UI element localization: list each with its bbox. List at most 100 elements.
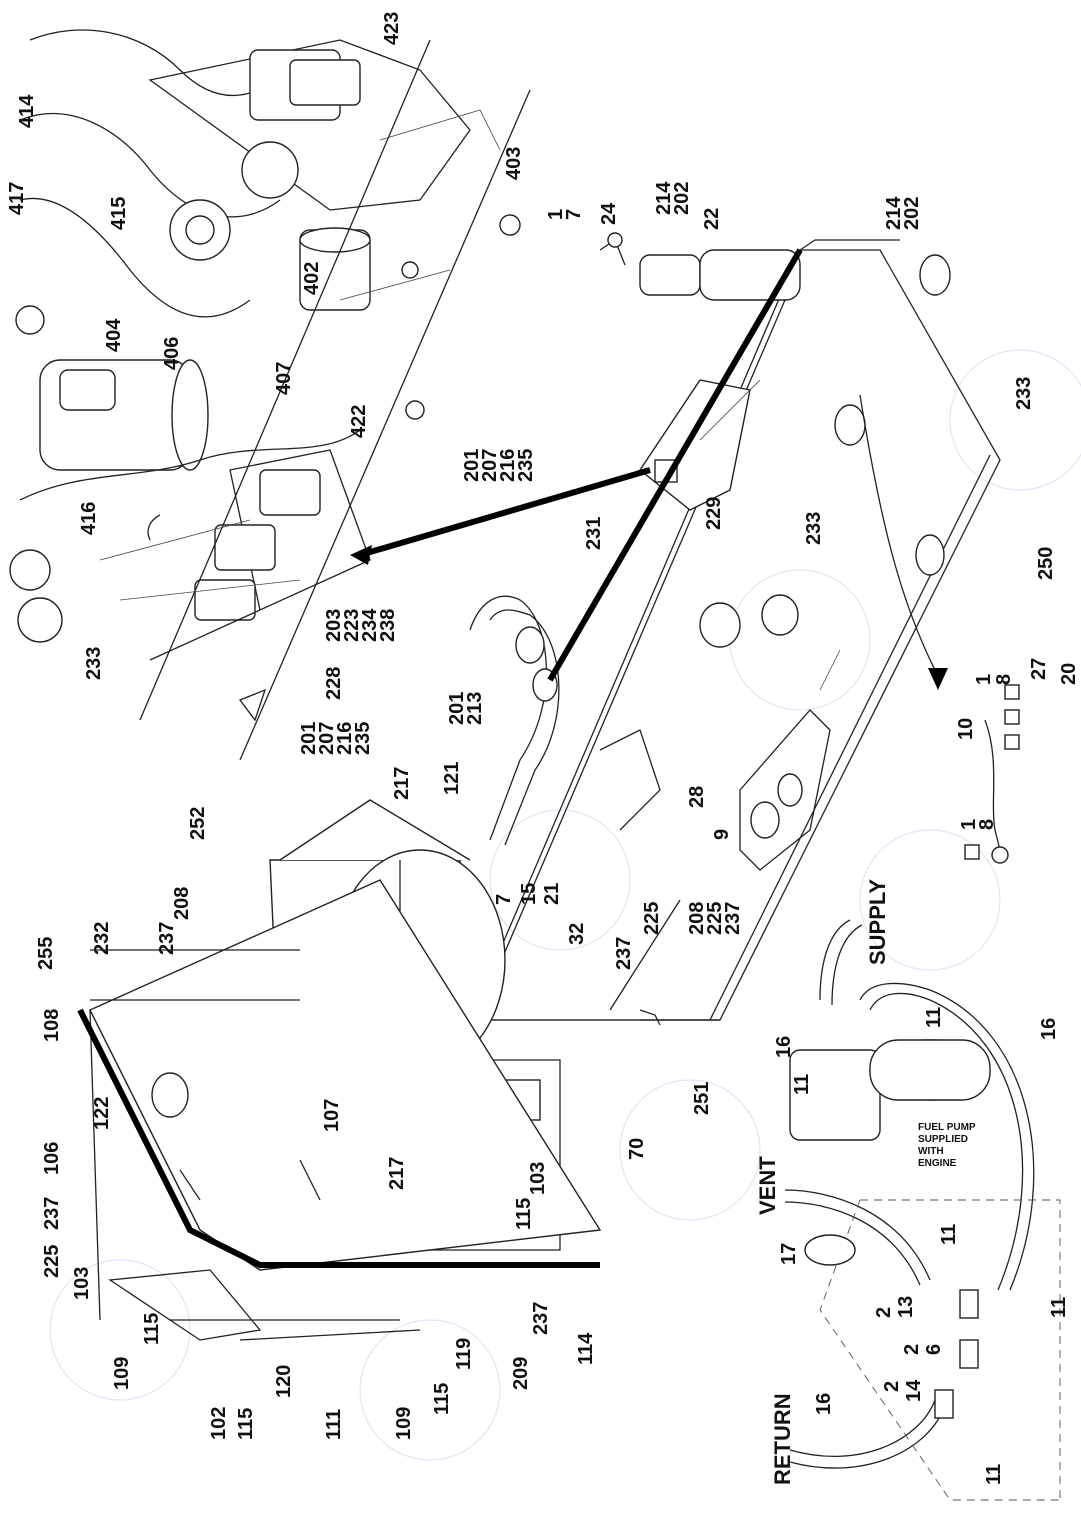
callout-22: 22 [701,208,723,230]
supply-label: SUPPLY [865,879,890,965]
base-frame [469,239,1001,1026]
callout-213: 213 [464,692,486,725]
callout-407: 407 [273,362,295,395]
engine-assembly [9,29,531,761]
callout-6: 6 [923,1344,945,1355]
callout-16c: 16 [813,1393,835,1415]
callout-20: 20 [1058,663,1080,685]
callout-201a: 201 [461,449,483,482]
callout-414: 414 [16,94,38,128]
callout-423: 423 [381,12,403,45]
callout-216b: 216 [334,722,356,755]
leader-lines [350,248,948,690]
callout-228: 228 [323,667,345,700]
callout-201c: 201 [446,692,468,725]
callout-103b: 103 [71,1267,93,1300]
callout-202b: 202 [901,197,923,230]
callout-115a: 115 [513,1198,535,1230]
callout-225b: 225 [704,902,726,935]
callout-214b: 214 [883,196,905,230]
callout-28: 28 [686,786,708,808]
vent-label: VENT [755,1156,780,1215]
callout-2b: 2 [901,1344,923,1355]
corner-post [90,949,300,1001]
callout-235a: 235 [515,449,537,482]
callout-17: 17 [778,1243,800,1265]
callout-11a: 11 [791,1074,813,1095]
callout-11b: 11 [923,1007,945,1028]
ground-strap [964,684,1020,864]
callout-32: 32 [566,923,588,945]
callout-225a: 225 [641,902,663,935]
callout-250: 250 [1035,547,1057,580]
callouts: 423 414 417 415 403 402 404 406 407 422 … [6,12,1080,1485]
fuel-pump-note-line-4: ENGINE [918,1158,957,1169]
callout-2c: 2 [881,1381,903,1392]
callout-15: 15 [518,883,540,905]
callout-115b: 115 [141,1313,163,1345]
callout-102: 102 [208,1407,230,1440]
fuel-lines [784,919,1061,1501]
callout-233b: 233 [803,512,825,545]
callout-9: 9 [711,829,733,840]
callout-109a: 109 [111,1357,133,1390]
callout-406: 406 [161,337,183,370]
callout-24: 24 [598,202,620,225]
callout-416: 416 [78,502,100,535]
callout-16a: 16 [773,1036,795,1058]
fuel-pump-note-line-1: FUEL PUMP [918,1122,976,1133]
callout-1b: 1 [973,674,995,685]
callout-11e: 11 [1048,1297,1070,1318]
fuel-labels: SUPPLY VENT RETURN [755,879,890,1485]
callout-106: 106 [41,1142,63,1175]
fuel-pump-note-line-2: SUPPLIED [918,1134,968,1145]
callout-233a: 233 [1013,377,1035,410]
callout-119: 119 [453,1338,475,1370]
callout-1c: 1 [958,819,980,830]
callout-229: 229 [703,497,725,530]
callout-223: 223 [341,609,363,642]
callout-2a: 2 [873,1307,895,1318]
callout-232: 232 [91,922,113,955]
callout-8a: 8 [993,674,1015,685]
callout-237d: 237 [41,1197,63,1230]
callout-207a: 207 [479,449,501,482]
callout-122: 122 [91,1097,113,1130]
callout-403: 403 [503,147,525,180]
callout-10: 10 [955,718,977,740]
callout-108: 108 [41,1009,63,1042]
hoses [469,595,560,846]
callout-209: 209 [510,1357,532,1390]
callout-208a: 208 [686,902,708,935]
callout-11c: 11 [938,1224,960,1245]
callout-216a: 216 [497,449,519,482]
callout-8b: 8 [976,819,998,830]
fuel-pump-note-line-3: WITH [918,1146,944,1157]
callout-27: 27 [1028,658,1050,680]
callout-217a: 217 [391,767,413,800]
callout-111: 111 [323,1409,345,1440]
callout-415: 415 [108,197,130,230]
callout-208b: 208 [171,887,193,920]
callout-217b: 217 [386,1157,408,1190]
callout-214a: 214 [653,181,675,215]
return-label: RETURN [770,1393,795,1485]
radiator-support-panel [77,879,602,1341]
callout-21: 21 [541,883,563,905]
callout-251: 251 [691,1082,713,1115]
callout-203: 203 [323,609,345,642]
callout-404: 404 [103,318,125,352]
callout-417: 417 [6,182,28,215]
callout-16b: 16 [1038,1018,1060,1040]
callout-225c: 225 [41,1245,63,1278]
callout-7b: 7 [493,894,515,905]
callout-115d: 115 [431,1383,453,1415]
callout-237a: 237 [613,937,635,970]
callout-237c: 237 [156,922,178,955]
callout-202a: 202 [671,182,693,215]
callout-14: 14 [903,1379,925,1402]
callout-402: 402 [301,262,323,295]
callout-7a: 7 [563,209,585,220]
callout-207b: 207 [316,722,338,755]
